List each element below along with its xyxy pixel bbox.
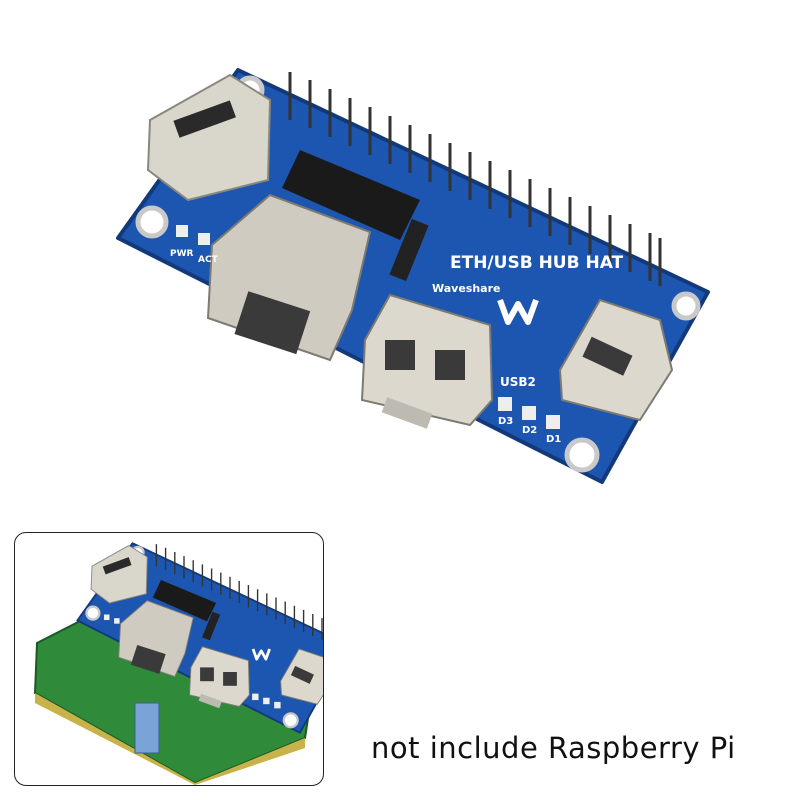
pwr-label: PWR bbox=[170, 249, 194, 259]
product-photo-eth-usb-hub-hat: ETH/USB HUB HAT Waveshare USB2 D1 D2 D3 … bbox=[0, 0, 800, 520]
d3-label: D3 bbox=[498, 416, 513, 427]
usb2-label: USB2 bbox=[500, 375, 536, 389]
act-label: ACT bbox=[198, 255, 219, 265]
brand-label: Waveshare bbox=[432, 282, 500, 295]
inset-photo bbox=[33, 541, 323, 785]
inset-photo-with-raspberry-pi bbox=[14, 532, 324, 786]
d1-label: D1 bbox=[546, 434, 561, 445]
caption-text: not include Raspberry Pi bbox=[371, 731, 736, 765]
board-title: ETH/USB HUB HAT bbox=[450, 253, 624, 273]
d2-label: D2 bbox=[522, 425, 537, 436]
blue-adapter bbox=[134, 702, 160, 754]
hat-board-main bbox=[118, 70, 708, 482]
